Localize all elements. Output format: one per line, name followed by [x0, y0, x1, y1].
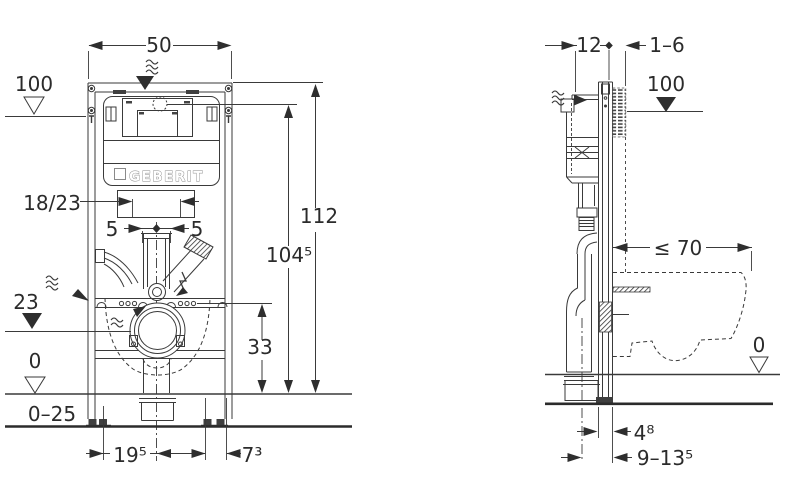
dim-side-depth: 12: [545, 33, 613, 92]
dim-front-total-height: 112: [233, 82, 338, 393]
dim-front-depth-range-label: 18/23: [23, 191, 81, 215]
flush-arrow-icon: [176, 271, 188, 296]
threaded-rod: [612, 286, 651, 293]
dim-front-offset-right-label: 5: [191, 217, 204, 241]
dim-front-top-height-label: 104⁵: [266, 243, 312, 267]
front-feet: [86, 419, 228, 427]
water-flow-icons-front: [45, 59, 188, 328]
dim-side-wall-finish-label: 1–6: [649, 33, 684, 57]
dim-side-bowl-depth-label: ≤ 70: [654, 236, 703, 260]
dim-front-width: 50: [88, 33, 232, 79]
dim-side-rail-depth: 4⁸: [577, 421, 654, 445]
dim-front-foot-center-label: 19⁵: [113, 443, 146, 467]
dim-side-rail-depth-label: 4⁸: [634, 421, 655, 445]
flow-icon-side: [551, 90, 587, 106]
level-side-floor-label: 0: [753, 333, 766, 357]
dim-front-depth-range: 18/23: [23, 191, 199, 215]
level-front-outlet: 23: [5, 290, 131, 332]
flow-icon-left: [45, 275, 89, 301]
dim-front-offsets: 5 5: [106, 217, 204, 243]
level-side-floor: 0: [749, 333, 769, 374]
flow-icon-top: [136, 59, 159, 90]
dim-front-offset-left-label: 5: [106, 217, 119, 241]
level-side-actuator: 100: [627, 72, 703, 112]
dim-front-total-height-label: 112: [300, 204, 338, 228]
dim-side-bowl-depth: ≤ 70: [613, 236, 752, 271]
brand-logo: GEBERIT: [129, 169, 204, 185]
level-front-outlet-label: 23: [13, 290, 38, 314]
brand-square-icon: [114, 168, 126, 180]
dim-front-foot-width-label: 7³: [242, 443, 263, 467]
level-front-actuator: 100: [5, 72, 86, 117]
dim-front-rail-height: 33: [197, 303, 273, 393]
front-rails: [95, 298, 228, 359]
level-front-floor: 0 0–25: [24, 349, 76, 426]
wall-finish-strip: [612, 87, 627, 138]
side-pipework: [563, 232, 651, 462]
side-rail: [596, 81, 613, 404]
dim-front-bottom: 19⁵ 7³: [86, 443, 262, 467]
flow-icon-inner: [110, 306, 146, 328]
dim-front-width-label: 50: [146, 33, 171, 57]
dim-front-rail-height-label: 33: [247, 335, 272, 359]
dim-front-top-height: 104⁵: [167, 104, 312, 393]
front-outlet-bend: [129, 302, 186, 421]
front-toilet-outline: [104, 297, 211, 376]
level-side-actuator-label: 100: [647, 72, 685, 96]
dim-side-outlet-depth: 9–13⁵: [561, 446, 693, 470]
outlet-connector-hatched: [599, 301, 612, 333]
level-front-actuator-label: 100: [15, 72, 53, 96]
front-flush-pipe: [95, 222, 214, 461]
side-view: 12 1–6 100 ≤ 70 0: [545, 33, 780, 470]
dim-side-wall-finish: 1–6: [625, 33, 685, 86]
front-floor-lines: [5, 393, 352, 460]
dim-front-floor-range-label: 0–25: [28, 402, 76, 426]
dim-side-depth-label: 12: [576, 33, 601, 57]
side-toilet-outline: [613, 137, 747, 362]
side-floor-lines: [545, 373, 780, 463]
dim-side-outlet-depth-label: 9–13⁵: [637, 446, 693, 470]
side-cistern: [560, 94, 598, 231]
level-front-floor-label: 0: [29, 349, 42, 373]
front-view: GEBERIT: [5, 33, 352, 467]
